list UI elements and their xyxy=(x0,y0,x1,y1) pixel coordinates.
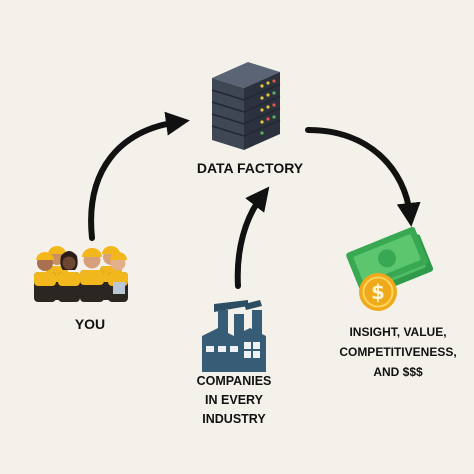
svg-text:$: $ xyxy=(371,280,385,304)
insight-label-line-1: INSIGHT, VALUE, xyxy=(349,325,447,339)
arrow-you-to-factory xyxy=(88,111,190,241)
server-rack-icon xyxy=(211,62,281,150)
workers-group-icon xyxy=(34,246,128,302)
arrow-factory-to-insight xyxy=(305,127,421,227)
factory-icon xyxy=(202,300,266,372)
companies-label: COMPANIES IN EVERY INDUSTRY xyxy=(178,372,290,429)
insight-label-line-3: AND $$$ xyxy=(373,365,423,379)
you-label: YOU xyxy=(74,316,106,332)
insight-label-line-2: COMPETITIVENESS, xyxy=(339,345,457,359)
companies-label-line-2: IN EVERY xyxy=(205,393,263,407)
data-factory-label: DATA FACTORY xyxy=(196,160,304,176)
companies-label-line-1: COMPANIES xyxy=(196,374,272,388)
arrow-companies-to-factory xyxy=(234,186,270,289)
insight-label: INSIGHT, VALUE, COMPETITIVENESS, AND $$$ xyxy=(318,322,474,382)
companies-label-line-3: INDUSTRY xyxy=(202,412,266,426)
money-icon: $ xyxy=(346,226,434,311)
